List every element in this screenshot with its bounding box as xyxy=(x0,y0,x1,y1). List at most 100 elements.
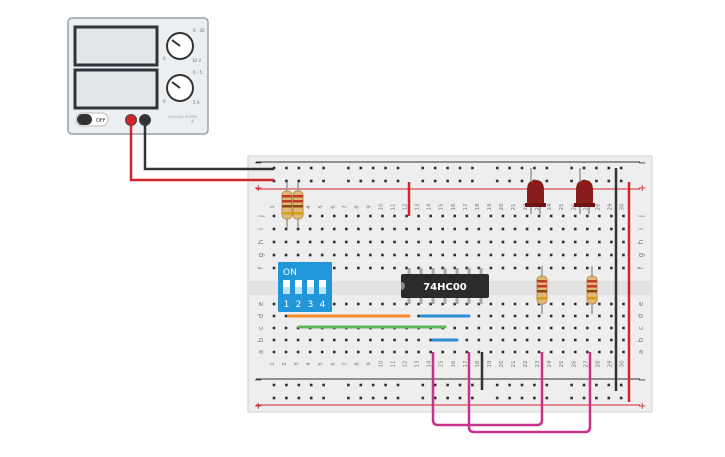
terminal-hole[interactable] xyxy=(441,266,444,270)
terminal-hole[interactable] xyxy=(441,240,444,244)
terminal-hole[interactable] xyxy=(561,214,565,218)
terminal-hole[interactable] xyxy=(586,253,589,257)
terminal-hole[interactable] xyxy=(393,338,396,342)
terminal-hole[interactable] xyxy=(537,266,541,270)
terminal-hole[interactable] xyxy=(369,240,372,244)
terminal-hole[interactable] xyxy=(537,240,541,244)
rail-hole[interactable] xyxy=(285,166,288,170)
terminal-hole[interactable] xyxy=(429,214,432,218)
rail-hole[interactable] xyxy=(347,396,350,400)
terminal-hole[interactable] xyxy=(477,302,481,306)
terminal-hole[interactable] xyxy=(417,253,420,257)
terminal-hole[interactable] xyxy=(561,253,565,257)
terminal-hole[interactable] xyxy=(296,240,300,244)
terminal-hole[interactable] xyxy=(610,302,613,306)
terminal-hole[interactable] xyxy=(345,227,348,231)
terminal-hole[interactable] xyxy=(598,314,601,318)
terminal-hole[interactable] xyxy=(501,227,505,231)
terminal-hole[interactable] xyxy=(441,350,444,354)
terminal-hole[interactable] xyxy=(525,240,529,244)
rail-hole[interactable] xyxy=(595,396,598,400)
terminal-hole[interactable] xyxy=(429,338,432,342)
rail-hole[interactable] xyxy=(309,166,313,170)
terminal-hole[interactable] xyxy=(429,350,432,354)
terminal-hole[interactable] xyxy=(610,214,613,218)
terminal-hole[interactable] xyxy=(345,214,348,218)
terminal-hole[interactable] xyxy=(393,214,396,218)
rail-hole[interactable] xyxy=(545,179,549,183)
terminal-hole[interactable] xyxy=(465,350,469,354)
terminal-hole[interactable] xyxy=(598,266,601,270)
terminal-hole[interactable] xyxy=(573,214,577,218)
terminal-hole[interactable] xyxy=(477,350,481,354)
rail-hole[interactable] xyxy=(272,396,276,400)
terminal-hole[interactable] xyxy=(284,314,288,318)
rail-hole[interactable] xyxy=(359,383,363,387)
terminal-hole[interactable] xyxy=(284,326,288,330)
terminal-hole[interactable] xyxy=(272,227,276,231)
power-supply[interactable]: 0 - 30 0 30 V 0 - 5 0 5 A OFF VOLTAGE SU… xyxy=(67,17,209,135)
terminal-hole[interactable] xyxy=(561,326,565,330)
terminal-hole[interactable] xyxy=(561,314,565,318)
terminal-hole[interactable] xyxy=(369,227,372,231)
rail-hole[interactable] xyxy=(607,166,611,170)
led-2[interactable] xyxy=(574,168,595,214)
rail-hole[interactable] xyxy=(619,179,623,183)
terminal-hole[interactable] xyxy=(549,350,553,354)
terminal-hole[interactable] xyxy=(465,326,469,330)
terminal-hole[interactable] xyxy=(489,326,493,330)
terminal-hole[interactable] xyxy=(610,326,613,330)
rail-hole[interactable] xyxy=(607,383,611,387)
terminal-hole[interactable] xyxy=(513,253,517,257)
terminal-hole[interactable] xyxy=(525,227,529,231)
resistor-3[interactable] xyxy=(536,266,548,314)
terminal-hole[interactable] xyxy=(537,350,541,354)
rail-hole[interactable] xyxy=(396,396,400,400)
terminal-hole[interactable] xyxy=(586,314,589,318)
rail-hole[interactable] xyxy=(607,179,611,183)
rail-hole[interactable] xyxy=(619,396,623,400)
terminal-hole[interactable] xyxy=(357,227,360,231)
rail-hole[interactable] xyxy=(582,396,586,400)
rail-hole[interactable] xyxy=(371,383,375,387)
terminal-hole[interactable] xyxy=(489,314,493,318)
terminal-hole[interactable] xyxy=(381,253,384,257)
terminal-hole[interactable] xyxy=(453,253,457,257)
terminal-hole[interactable] xyxy=(477,253,481,257)
terminal-hole[interactable] xyxy=(489,338,493,342)
terminal-hole[interactable] xyxy=(501,338,505,342)
rail-hole[interactable] xyxy=(322,383,325,387)
rail-hole[interactable] xyxy=(347,383,350,387)
terminal-hole[interactable] xyxy=(501,240,505,244)
terminal-hole[interactable] xyxy=(573,302,577,306)
rail-hole[interactable] xyxy=(508,383,511,387)
rail-hole[interactable] xyxy=(309,179,313,183)
rail-hole[interactable] xyxy=(570,383,573,387)
terminal-hole[interactable] xyxy=(405,302,408,306)
terminal-hole[interactable] xyxy=(453,326,457,330)
rail-hole[interactable] xyxy=(446,396,449,400)
rail-hole[interactable] xyxy=(458,179,462,183)
terminal-hole[interactable] xyxy=(573,240,577,244)
terminal-hole[interactable] xyxy=(477,266,481,270)
terminal-hole[interactable] xyxy=(284,227,288,231)
terminal-hole[interactable] xyxy=(477,227,481,231)
rail-hole[interactable] xyxy=(396,166,400,170)
terminal-hole[interactable] xyxy=(622,314,625,318)
rail-hole[interactable] xyxy=(471,396,474,400)
terminal-hole[interactable] xyxy=(332,227,336,231)
terminal-hole[interactable] xyxy=(369,350,372,354)
terminal-hole[interactable] xyxy=(622,302,625,306)
terminal-hole[interactable] xyxy=(622,253,625,257)
terminal-hole[interactable] xyxy=(272,338,276,342)
terminal-hole[interactable] xyxy=(405,266,408,270)
terminal-hole[interactable] xyxy=(610,240,613,244)
terminal-hole[interactable] xyxy=(586,302,589,306)
terminal-hole[interactable] xyxy=(573,266,577,270)
terminal-hole[interactable] xyxy=(417,214,420,218)
rail-hole[interactable] xyxy=(495,166,499,170)
terminal-hole[interactable] xyxy=(598,253,601,257)
rail-hole[interactable] xyxy=(495,179,499,183)
rail-hole[interactable] xyxy=(508,179,511,183)
terminal-hole[interactable] xyxy=(357,302,360,306)
